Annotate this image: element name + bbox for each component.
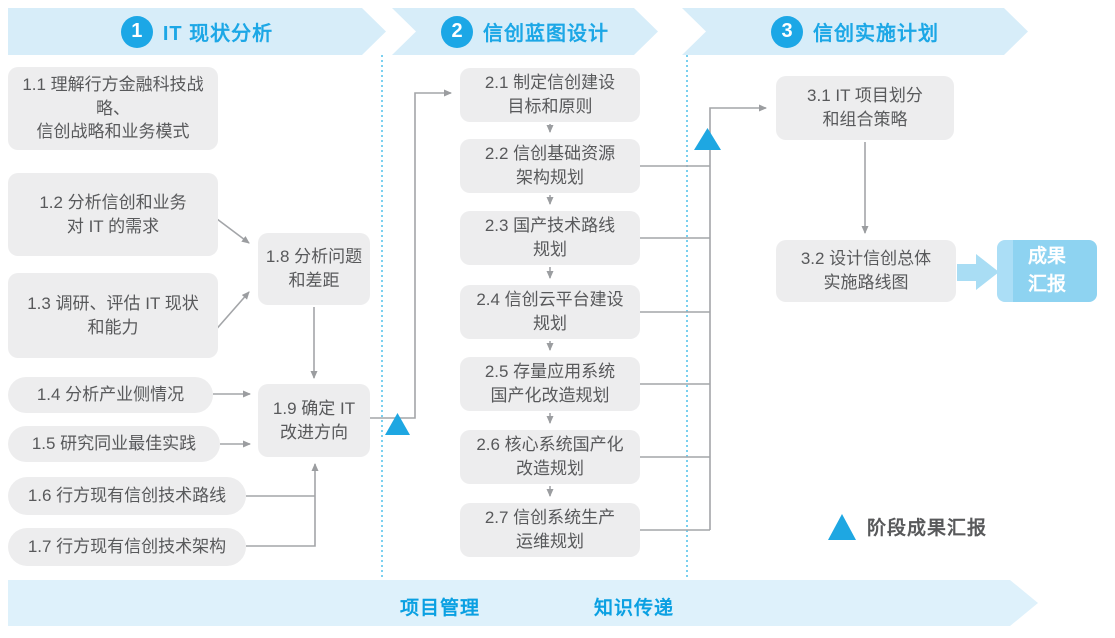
phase-number-badge: 2 xyxy=(441,16,473,48)
step-box-1-8: 1.8 分析问题 和差距 xyxy=(258,233,370,305)
phase-band-2: 2 信创蓝图设计 xyxy=(392,8,658,55)
step-box-2-7: 2.7 信创系统生产 运维规划 xyxy=(460,503,640,557)
milestone-triangle-icon xyxy=(694,128,721,150)
legend-label: 阶段成果汇报 xyxy=(867,518,988,539)
arrow-1-9-to-2-1 xyxy=(370,89,452,419)
step-box-1-2: 1.2 分析信创和业务 对 IT 的需求 xyxy=(8,173,218,256)
arrow-bus-to-3-1 xyxy=(709,104,767,530)
step-box-3-2: 3.2 设计信创总体 实施路线图 xyxy=(776,240,956,302)
step-box-1-5: 1.5 研究同业最佳实践 xyxy=(8,426,220,462)
step-box-1-9: 1.9 确定 IT 改进方向 xyxy=(258,384,370,457)
step-box-2-1: 2.1 制定信创建设 目标和原则 xyxy=(460,68,640,122)
legend: 阶段成果汇报 xyxy=(828,513,987,540)
phase-band-3: 3 信创实施计划 xyxy=(682,8,1028,55)
arrow-1-3-to-1-8 xyxy=(212,291,250,334)
bottom-bar-label-knowledge-transfer: 知识传递 xyxy=(594,598,675,619)
result-report-box: 成果 汇报 xyxy=(997,240,1097,302)
milestone-triangle-icon xyxy=(828,513,856,540)
phase1-connectors xyxy=(212,89,452,547)
phase-title: IT 现状分析 xyxy=(162,23,274,45)
step-box-2-5: 2.5 存量应用系统 国产化改造规划 xyxy=(460,357,640,411)
step-box-2-3: 2.3 国产技术路线 规划 xyxy=(460,211,640,265)
step-box-3-1: 3.1 IT 项目划分 和组合策略 xyxy=(776,76,954,140)
phase-number-badge: 3 xyxy=(771,16,803,48)
phase-title: 信创蓝图设计 xyxy=(483,23,609,45)
step-box-1-3: 1.3 调研、评估 IT 现状 和能力 xyxy=(8,273,218,358)
phase-band-1: 1 IT 现状分析 xyxy=(8,8,386,55)
phase-title: 信创实施计划 xyxy=(813,23,939,45)
milestone-triangle-icon xyxy=(385,413,410,435)
phase-number-badge: 1 xyxy=(121,16,153,48)
phase2-bus-connectors xyxy=(640,104,767,531)
step-box-1-6: 1.6 行方现有信创技术路线 xyxy=(8,477,246,515)
arrow-1-7-to-1-9 xyxy=(246,463,319,547)
step-box-1-1: 1.1 理解行方金融科技战略、 信创战略和业务模式 xyxy=(8,67,218,150)
arrow-1-2-to-1-8 xyxy=(212,215,250,244)
thick-arrow-icon xyxy=(957,254,999,290)
step-box-2-6: 2.6 核心系统国产化 改造规划 xyxy=(460,430,640,484)
bottom-bar-label-project-management: 项目管理 xyxy=(400,598,481,619)
step-box-1-4: 1.4 分析产业侧情况 xyxy=(8,377,213,413)
step-box-2-2: 2.2 信创基础资源 架构规划 xyxy=(460,139,640,193)
step-box-1-7: 1.7 行方现有信创技术架构 xyxy=(8,528,246,566)
step-box-2-4: 2.4 信创云平台建设 规划 xyxy=(460,285,640,339)
bottom-arrow-bar xyxy=(8,580,1038,626)
